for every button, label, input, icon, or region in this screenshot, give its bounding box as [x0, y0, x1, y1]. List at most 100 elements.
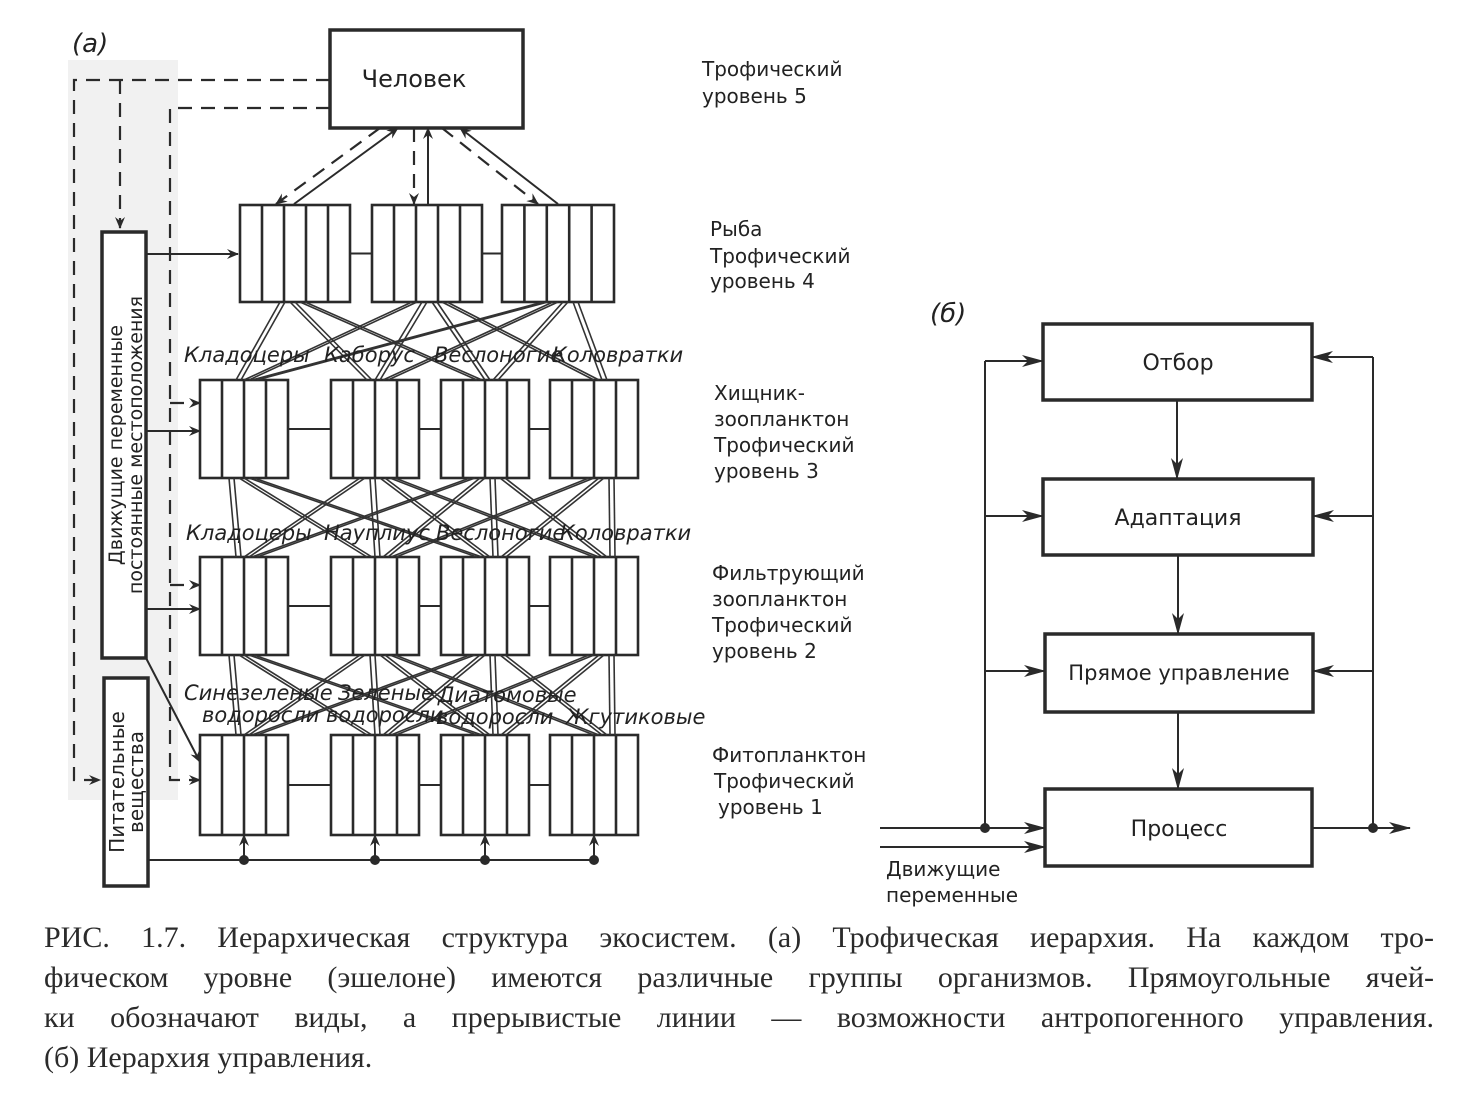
- level3-line1: Хищник-: [714, 381, 805, 405]
- direct-control-label: Прямое управление: [1068, 661, 1289, 685]
- level3-line4: уровень 3: [714, 459, 819, 483]
- nutrients-label-line1: Питательные: [105, 711, 129, 853]
- group-label-l2-1: Науплиус: [324, 521, 430, 545]
- level4-line1: Рыба: [710, 217, 762, 241]
- driver-arrow-l1: [145, 657, 201, 763]
- feeding-link: [505, 477, 605, 558]
- species-group-filter_zoo-3: [548, 555, 640, 657]
- nutrient-junction-dot: [589, 855, 599, 865]
- caption-line-3: ки обозначают виды, а прерывистые линии …: [44, 1001, 1434, 1034]
- feeding-link: [369, 654, 376, 736]
- feeding-link: [248, 477, 366, 558]
- feeding-link: [235, 301, 281, 381]
- nutrient-junction-dot: [370, 855, 380, 865]
- input-label-line2: переменные: [886, 883, 1018, 907]
- feeding-link: [382, 301, 554, 381]
- feeding-link: [431, 301, 486, 381]
- feeding-link: [233, 477, 242, 558]
- group-label-l3-1: Каборус: [324, 343, 415, 367]
- panel-a-trophic-hierarchy: (а) Человек Движущие переменные постоянн…: [72, 28, 866, 888]
- group-frame: [238, 203, 352, 304]
- dashed-control-to-nutrients: [72, 78, 330, 785]
- caption-line-1: РИС. 1.7. Иерархическая структура экосис…: [44, 921, 1434, 954]
- feeding-link: [243, 654, 361, 736]
- feeding-link: [243, 477, 361, 558]
- feeding-link: [374, 654, 381, 736]
- feeding-link: [369, 477, 376, 558]
- feeding-link: [387, 654, 486, 736]
- feeding-link: [387, 301, 559, 381]
- trophic-grids: [198, 203, 640, 837]
- group-label-l3-3: Коловратки: [552, 343, 683, 367]
- species-group-fish-1: [370, 203, 484, 304]
- nutrients-label-line2: вещества: [124, 731, 148, 833]
- feeding-links: [228, 301, 616, 865]
- feeding-link: [497, 301, 569, 381]
- panel-b-control-hierarchy: (б) Отбор Адаптация Прямое управление Пр…: [880, 299, 1411, 907]
- fish3-to-human: [459, 127, 559, 205]
- level-text-3: Хищник- зоопланктон Трофический уровень …: [713, 381, 854, 483]
- feeding-link: [387, 477, 486, 558]
- species-group-phyto-0: [198, 733, 290, 837]
- species-group-predator_zoo-2: [439, 378, 531, 480]
- feeding-link: [395, 477, 595, 558]
- feeding-link: [251, 654, 471, 736]
- dashed-human-to-fish3: [441, 127, 539, 205]
- group-label-l1-0a: Синезеленые: [184, 681, 333, 705]
- level1-line3: уровень 1: [718, 795, 823, 819]
- dashed-human-to-fish1: [275, 127, 381, 205]
- feeding-link: [304, 301, 483, 381]
- feeding-link: [390, 654, 590, 736]
- group-frame: [500, 203, 616, 304]
- feeding-link: [299, 301, 478, 381]
- dashed-control-bus: [168, 106, 330, 785]
- feeding-link: [256, 477, 476, 558]
- feeding-link: [390, 477, 590, 558]
- feeding-link: [382, 477, 481, 558]
- level1-line2: Трофический: [713, 769, 854, 793]
- caption-line-4: (б) Иерархия управления.: [44, 1041, 373, 1074]
- feeding-link: [395, 654, 595, 736]
- level-text-2: Фильтрующий зоопланктон Трофический уров…: [711, 561, 865, 663]
- species-group-predator_zoo-0: [198, 378, 290, 480]
- drivers-label-line1: Движущие переменные: [105, 325, 127, 565]
- group-label-l1-3: Жгутиковые: [564, 705, 705, 729]
- feeding-link: [256, 301, 549, 381]
- process-label: Процесс: [1131, 817, 1228, 842]
- species-group-filter_zoo-0: [198, 555, 290, 657]
- species-group-phyto-3: [548, 733, 640, 837]
- feeding-link: [500, 477, 600, 558]
- group-label-l1-0b: водоросли: [202, 703, 319, 727]
- level5-line2: уровень 5: [702, 84, 807, 108]
- level3-line2: зоопланктон: [714, 407, 849, 431]
- caption-line-2: фическом уровне (эшелоне) имеются различ…: [44, 961, 1434, 994]
- feeding-link: [256, 654, 476, 736]
- feeding-link: [441, 301, 595, 381]
- species-group-phyto-2: [439, 733, 531, 837]
- drivers-label-line2: постоянные местоположения: [125, 296, 147, 594]
- level-text-1: Фитопланктон Трофический уровень 1: [712, 743, 866, 819]
- level2-line2: зоопланктон: [712, 587, 847, 611]
- level4-line2: Трофический: [709, 244, 850, 268]
- group-label-l2-3: Коловратки: [560, 521, 691, 545]
- level3-line3: Трофический: [713, 433, 854, 457]
- species-group-fish-2: [500, 203, 616, 304]
- group-label-l2-0: Кладоцеры: [186, 521, 312, 545]
- feeding-link: [240, 301, 286, 381]
- feeding-link: [243, 301, 413, 381]
- feeding-link: [228, 477, 237, 558]
- feeding-link: [500, 654, 600, 736]
- figure-caption: РИС. 1.7. Иерархическая структура экосис…: [44, 918, 1434, 1078]
- level2-line4: уровень 2: [712, 639, 817, 663]
- feeding-link: [446, 301, 600, 381]
- group-label-l1-1b: водоросли: [326, 703, 443, 727]
- feeding-link: [248, 654, 366, 736]
- level-text-4: Рыба Трофический уровень 4: [709, 217, 850, 293]
- group-label-l1-2a: Диатомовые: [437, 683, 577, 707]
- feeding-link: [608, 477, 611, 558]
- feeding-link: [577, 301, 608, 381]
- level4-line3: уровень 4: [710, 269, 815, 293]
- feeding-link: [251, 301, 544, 381]
- junction-dot-left: [980, 823, 990, 833]
